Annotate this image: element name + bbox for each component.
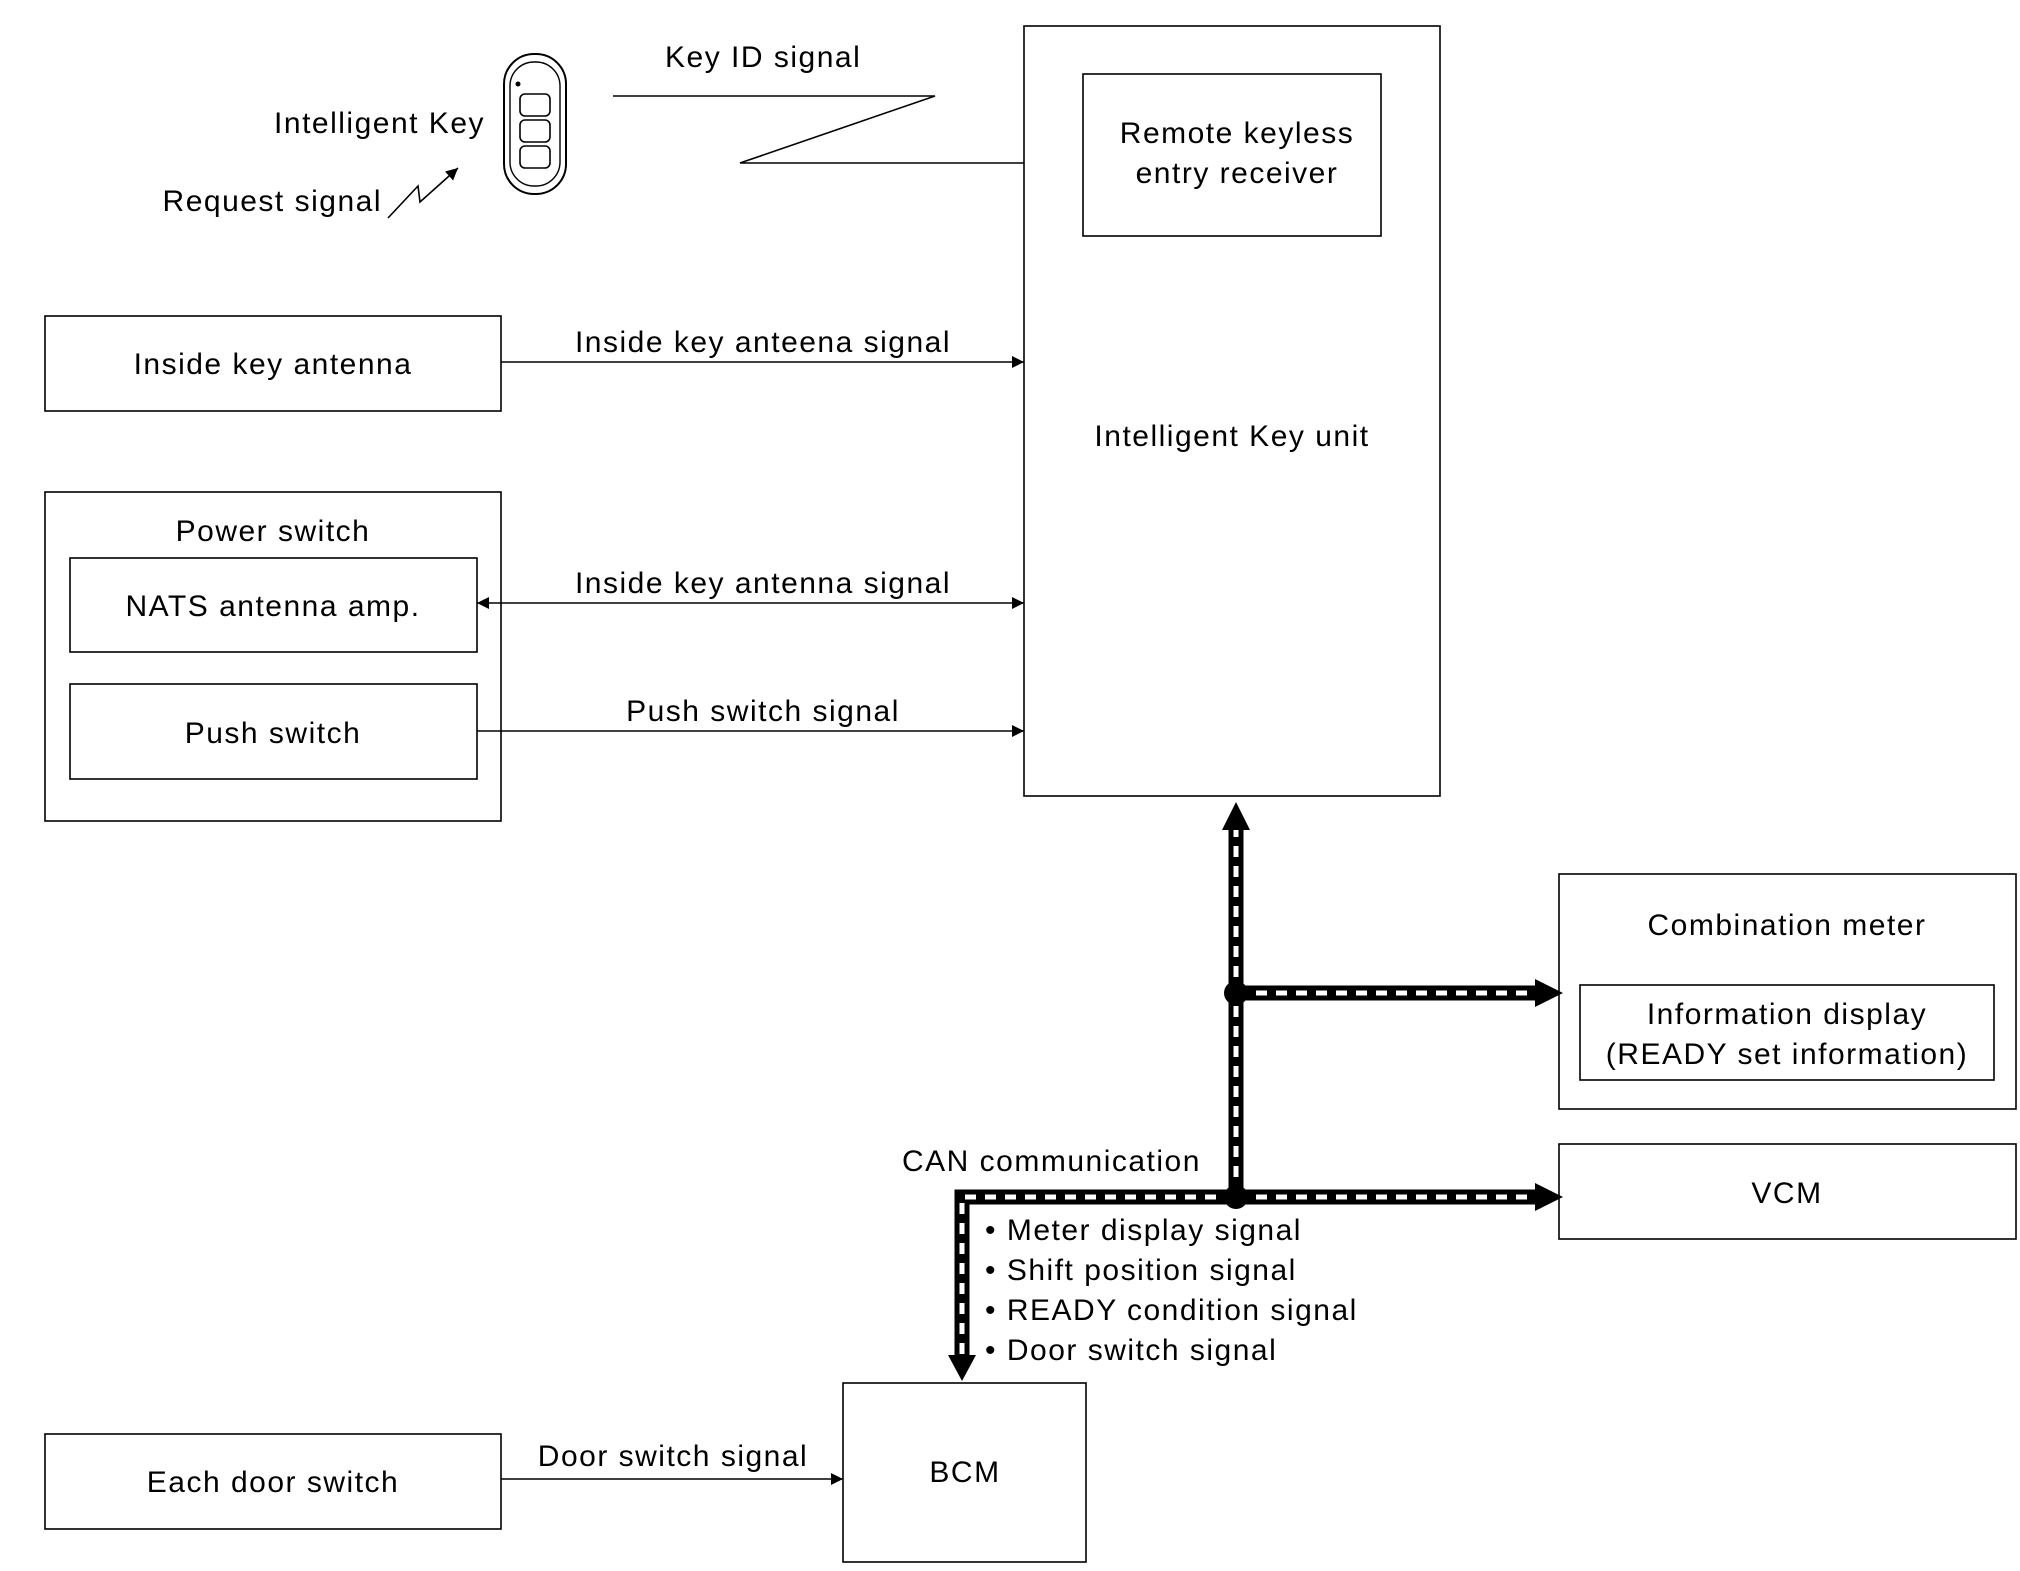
receiver-label-line-1: Remote keyless bbox=[1120, 117, 1354, 150]
vcm-box bbox=[1558, 1143, 2017, 1240]
information-display-box bbox=[1579, 984, 1995, 1081]
information-display-label-line-2: (READY set information) bbox=[1606, 1038, 1968, 1071]
can-arrow-right-icon bbox=[1535, 1183, 1563, 1211]
nats-antenna-amp-label: NATS antenna amp. bbox=[125, 590, 420, 623]
can-junction-dot bbox=[1224, 1185, 1248, 1209]
receiver-label-line-2: entry receiver bbox=[1136, 157, 1339, 190]
can-bus-lines bbox=[948, 802, 1563, 1381]
power-switch-label: Power switch bbox=[176, 515, 371, 548]
each-door-switch-label: Each door switch bbox=[147, 1466, 399, 1499]
can-communication-label: CAN communication bbox=[902, 1145, 1201, 1178]
request-signal-arrow-icon bbox=[387, 167, 459, 219]
inside-key-antenna-box bbox=[44, 315, 502, 412]
nats-antenna-amp-box bbox=[69, 557, 478, 653]
can-signal-item: • Meter display signal bbox=[985, 1214, 1302, 1247]
inside-key-antenna-signal-label: Inside key anteena signal bbox=[575, 326, 951, 359]
door-switch-signal-label: Door switch signal bbox=[538, 1440, 808, 1473]
request-signal-label: Request signal bbox=[163, 185, 382, 218]
inside-key-antenna-label: Inside key antenna bbox=[134, 348, 413, 381]
vcm-label: VCM bbox=[1751, 1177, 1822, 1210]
push-switch-signal-label: Push switch signal bbox=[626, 695, 900, 728]
intelligent-key-unit-label: Intelligent Key unit bbox=[1094, 420, 1369, 453]
can-arrow-right-icon bbox=[1535, 979, 1563, 1007]
key-id-signal-line bbox=[613, 95, 1082, 169]
key-id-signal-label: Key ID signal bbox=[665, 41, 861, 74]
bcm-box bbox=[842, 1382, 1087, 1563]
can-arrow-down-icon bbox=[948, 1355, 976, 1381]
can-junction-dot bbox=[1224, 981, 1248, 1005]
can-signal-item: • Shift position signal bbox=[985, 1254, 1297, 1287]
remote-keyless-entry-receiver-box bbox=[1082, 73, 1382, 237]
intelligent-key-label: Intelligent Key bbox=[274, 107, 485, 140]
nats-antenna-signal-label: Inside key antenna signal bbox=[575, 567, 951, 600]
combination-meter-label: Combination meter bbox=[1648, 909, 1927, 942]
can-arrow-up-icon bbox=[1222, 802, 1250, 830]
can-signal-item: • Door switch signal bbox=[985, 1334, 1277, 1367]
push-switch-label: Push switch bbox=[185, 717, 362, 750]
bcm-label: BCM bbox=[929, 1456, 1000, 1489]
push-switch-box bbox=[69, 683, 478, 780]
can-signal-item: • READY condition signal bbox=[985, 1294, 1358, 1327]
each-door-switch-box bbox=[44, 1433, 502, 1530]
intelligent-key-fob-icon bbox=[503, 53, 567, 195]
information-display-label-line-1: Information display bbox=[1647, 998, 1927, 1031]
